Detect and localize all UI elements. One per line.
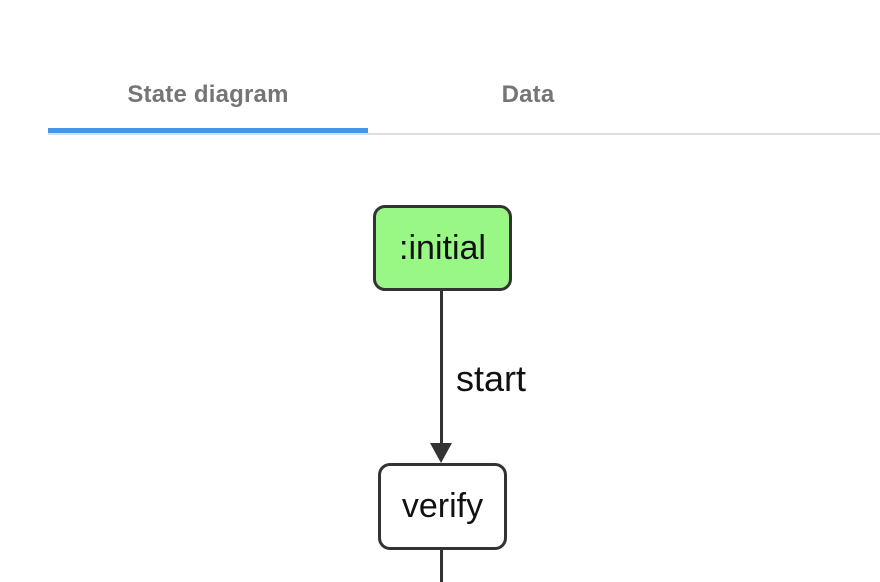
tab-data[interactable]: Data (501, 80, 555, 108)
state-node-verify: verify (378, 463, 507, 550)
edge-verify-outgoing (440, 550, 443, 582)
arrowhead-icon (430, 443, 452, 463)
tab-bar: State diagram Data (48, 56, 880, 133)
tab-state-diagram[interactable]: State diagram (127, 80, 289, 108)
state-node-initial: :initial (373, 205, 512, 291)
edge-initial-to-verify (440, 291, 443, 446)
edge-label-start: start (456, 358, 527, 399)
active-tab-indicator (48, 128, 368, 133)
state-diagram-canvas: start :initial verify (0, 135, 880, 582)
tab-bar-divider (48, 133, 880, 135)
